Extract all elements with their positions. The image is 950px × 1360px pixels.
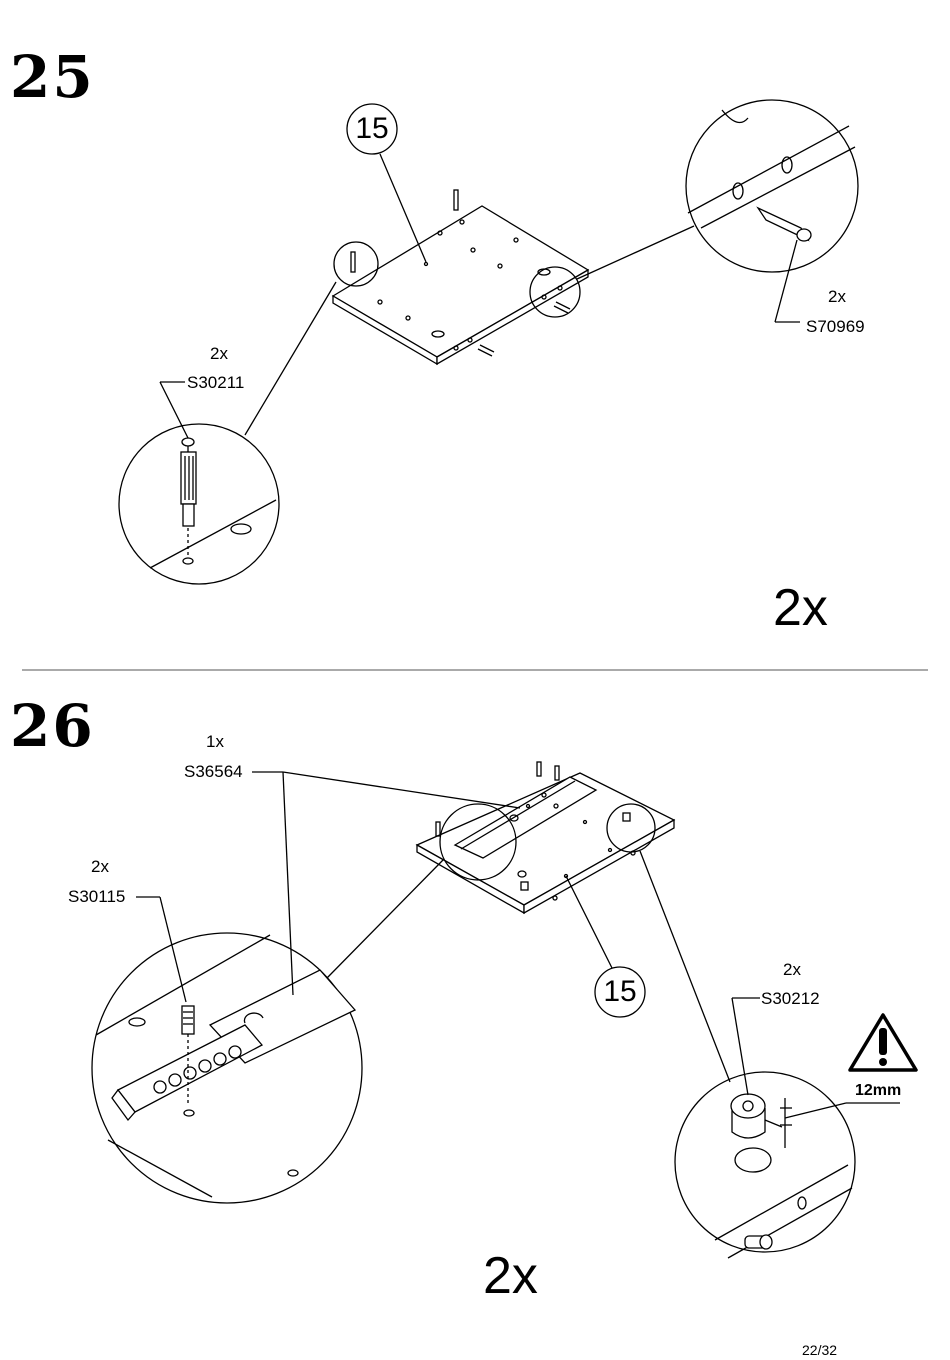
- part-code: S30115: [68, 887, 126, 906]
- part-number: 15: [355, 112, 389, 145]
- part-code: S30211: [187, 373, 245, 392]
- zoom-detail-slide-rail: [91, 932, 363, 1204]
- panel-step-25: [331, 189, 590, 366]
- zoom-marker: [439, 803, 517, 881]
- part-callout-circle: [346, 103, 398, 155]
- part-number: 15: [603, 975, 637, 1008]
- zoom-detail-cam-lock: [674, 1071, 856, 1253]
- step-number: 26: [10, 692, 95, 760]
- part-code: S36564: [184, 762, 243, 781]
- part-quantity: 1x: [206, 732, 224, 751]
- part-code: S70969: [806, 317, 865, 336]
- part-quantity: 2x: [783, 960, 801, 979]
- warning-measurement: 12mm: [855, 1082, 902, 1099]
- warning-icon: [848, 1013, 918, 1072]
- page-number: 22/32: [802, 1342, 838, 1358]
- zoom-detail-dowel: [685, 99, 859, 273]
- zoom-marker: [606, 803, 656, 853]
- zoom-marker: [333, 241, 379, 287]
- zoom-detail-cam-bolt: [118, 423, 280, 585]
- part-code: S30212: [761, 989, 820, 1008]
- part-quantity: 2x: [210, 344, 228, 363]
- part-quantity: 2x: [828, 287, 846, 306]
- panel-step-26: [415, 761, 676, 915]
- part-callout-circle: [594, 966, 646, 1018]
- step-number: 25: [10, 43, 95, 111]
- zoom-marker: [529, 266, 581, 318]
- repeat-count: 2x: [773, 579, 828, 637]
- repeat-count: 2x: [483, 1247, 538, 1305]
- part-quantity: 2x: [91, 857, 109, 876]
